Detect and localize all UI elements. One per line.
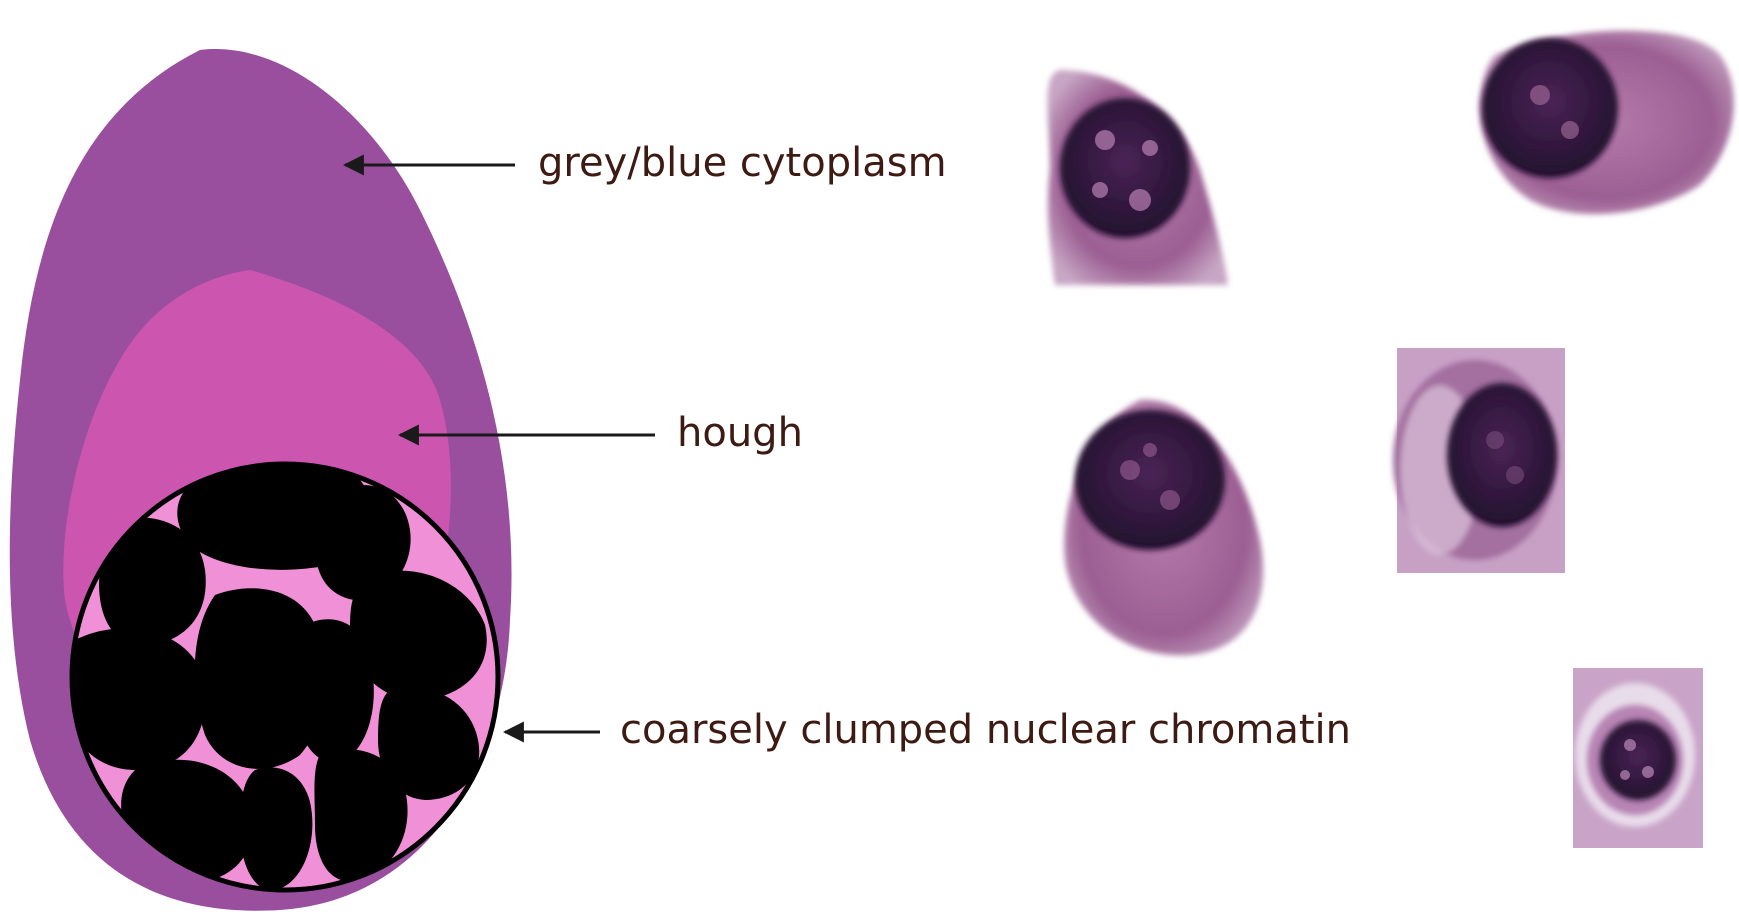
- cytoplasm-label: grey/blue cytoplasm: [538, 140, 947, 186]
- schematic-plasma-cell: [10, 49, 512, 911]
- plasma-cell-photo-1: [1048, 70, 1229, 285]
- chromatin-label: coarsely clumped nuclear chromatin: [620, 707, 1351, 753]
- hof-label: hough: [677, 410, 803, 456]
- plasma-cell-photo-5: [1573, 668, 1703, 848]
- plasma-cell-photo-2: [1479, 31, 1734, 215]
- plasma-cell-photo-3: [1064, 400, 1263, 656]
- plasma-cell-photo-4: [1393, 348, 1565, 573]
